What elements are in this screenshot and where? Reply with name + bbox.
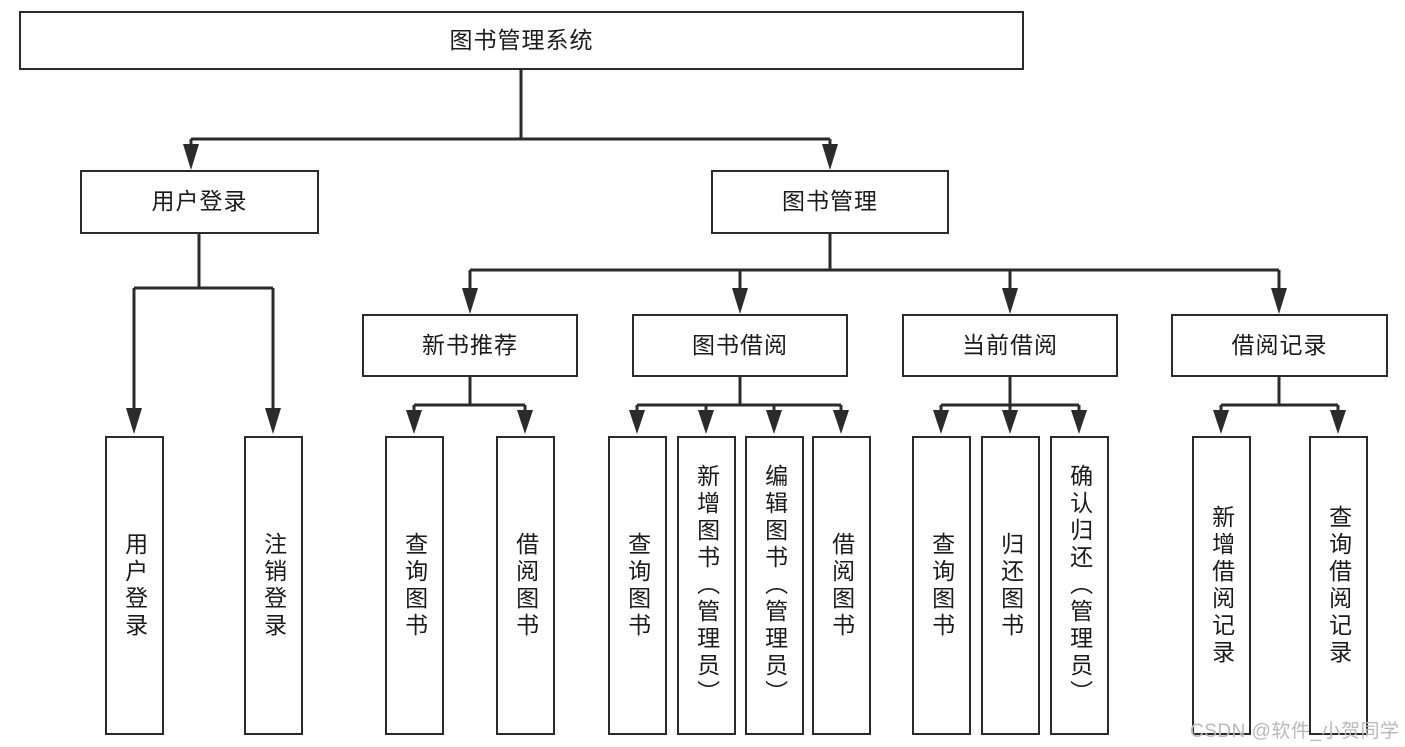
node-label: 图书管理 [782,188,878,215]
node-label: 新书推荐 [422,331,518,358]
node-borrow-record[interactable]: 借阅记录 [1171,314,1388,377]
node-label: 查询图书 [401,531,428,640]
node-label: 查询图书 [624,531,651,640]
leaf-borrow-record-query-record[interactable]: 查询借阅记录 [1309,436,1368,735]
leaf-book-borrow-query-book[interactable]: 查询图书 [608,436,667,735]
node-label: 借阅记录 [1231,331,1328,358]
node-label: 当前借阅 [962,331,1058,358]
node-label: 确认归还（管理员） [1066,464,1093,707]
node-label: 新增图书（管理员） [693,464,720,707]
node-label: 借阅图书 [828,531,855,640]
node-label: 查询图书 [928,531,955,640]
leaf-book-borrow-add-book-admin[interactable]: 新增图书（管理员） [677,436,736,735]
node-label: 图书借阅 [692,331,788,358]
node-label: 查询借阅记录 [1325,504,1352,667]
leaf-new-book-borrow-book[interactable]: 借阅图书 [496,436,555,735]
node-label: 编辑图书（管理员） [761,464,788,707]
leaf-current-borrow-return-book[interactable]: 归还图书 [981,436,1040,735]
leaf-user-login-logout[interactable]: 注销登录 [244,436,303,735]
node-label: 新增借阅记录 [1208,504,1235,667]
node-current-borrow[interactable]: 当前借阅 [902,314,1118,377]
leaf-current-borrow-query-book[interactable]: 查询图书 [912,436,971,735]
node-label: 用户登录 [151,188,248,215]
node-user-login[interactable]: 用户登录 [80,170,319,234]
leaf-book-borrow-borrow-book[interactable]: 借阅图书 [812,436,871,735]
leaf-book-borrow-edit-book-admin[interactable]: 编辑图书（管理员） [745,436,804,735]
leaf-current-borrow-confirm-return-admin[interactable]: 确认归还（管理员） [1050,436,1109,735]
leaf-new-book-query-book[interactable]: 查询图书 [385,436,444,735]
node-label: 归还图书 [997,531,1024,640]
node-label: 用户登录 [121,531,148,640]
node-root-system[interactable]: 图书管理系统 [19,11,1024,70]
leaf-borrow-record-add-record[interactable]: 新增借阅记录 [1192,436,1251,735]
node-new-book-recommend[interactable]: 新书推荐 [362,314,578,377]
node-label: 借阅图书 [512,531,539,640]
csdn-watermark: CSDN @软件_小贺同学 [1190,721,1400,742]
node-book-borrow[interactable]: 图书借阅 [632,314,848,377]
node-label: 图书管理系统 [449,26,594,53]
leaf-user-login-login[interactable]: 用户登录 [105,436,164,735]
node-book-management[interactable]: 图书管理 [711,170,949,234]
node-label: 注销登录 [260,531,287,640]
